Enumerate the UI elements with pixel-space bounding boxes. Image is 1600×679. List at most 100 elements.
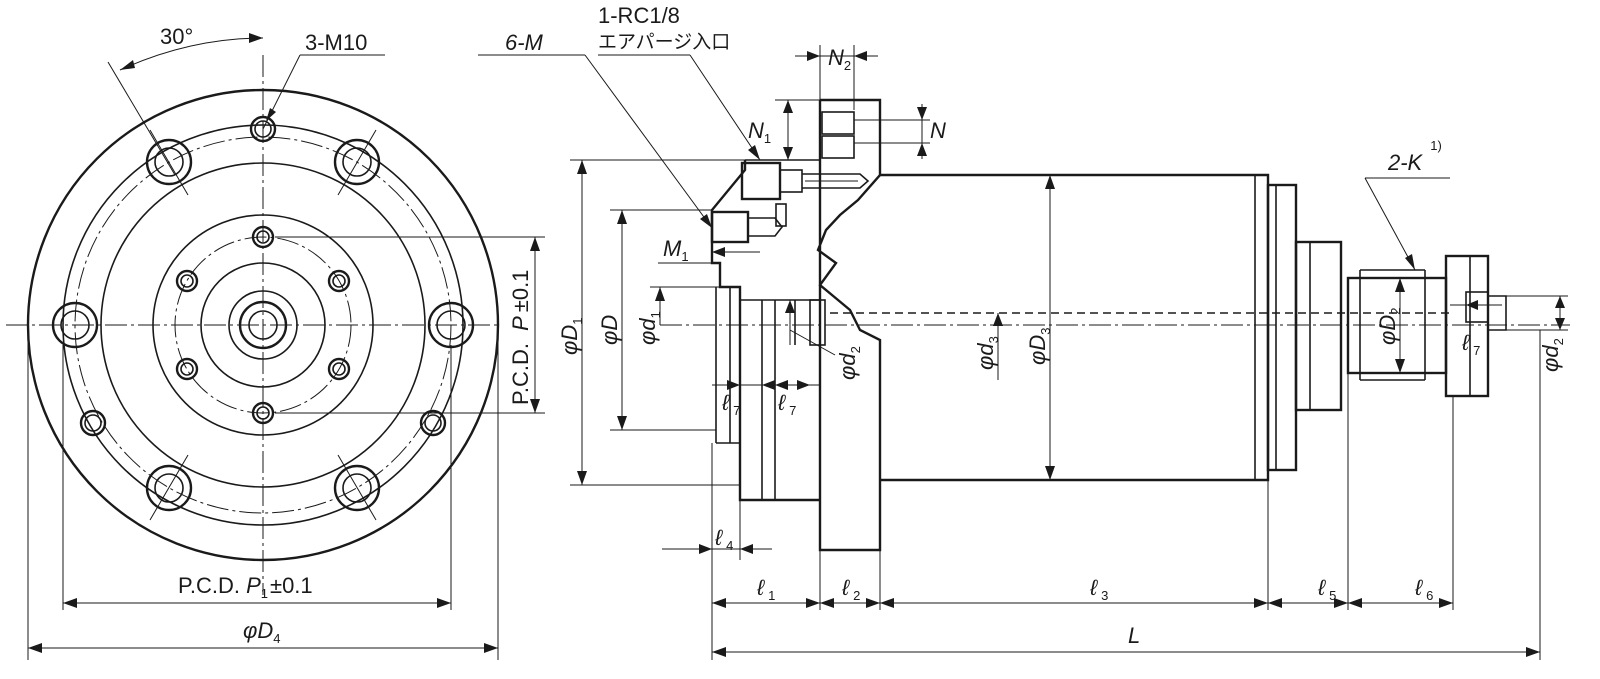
hub-hole xyxy=(251,401,275,425)
l6-arrow-left xyxy=(1348,598,1362,608)
d4-label: φD4 xyxy=(243,618,280,646)
m-screw-washer xyxy=(775,203,787,227)
rc-leader xyxy=(689,54,761,161)
k-leader-arrow xyxy=(1405,254,1415,270)
nose xyxy=(1294,240,1343,412)
pcd-p1-arrow-right xyxy=(437,598,451,608)
n-arrow-top xyxy=(917,107,927,120)
l-arrow-left xyxy=(712,647,726,657)
d2o-label: φD2 xyxy=(1375,308,1403,345)
d3s-label: φd3 xyxy=(973,336,1001,370)
l6-arrow-right xyxy=(1439,598,1453,608)
m1-arrow xyxy=(712,247,725,257)
l7b-arrow-right xyxy=(797,380,810,390)
front-view: 30° 3-M10 P.C.D. P±0.1 P.C.D. P1±0.1 φD xyxy=(6,24,545,660)
tool-holder xyxy=(1444,254,1490,398)
hub-hole xyxy=(175,357,199,381)
l2-arrow-left xyxy=(820,598,834,608)
pcd-p1-arrow-left xyxy=(63,598,77,608)
m-screw-head xyxy=(710,210,750,244)
bolt-hole xyxy=(51,301,99,349)
bolt-hole xyxy=(333,138,381,186)
d2t-arrow-bottom xyxy=(1555,318,1565,330)
flange-inner-circle xyxy=(62,124,464,526)
l-label: L xyxy=(1128,623,1140,648)
shaft-outer-circle xyxy=(228,290,298,360)
d3s-arrow xyxy=(993,313,1003,326)
l7b-arrow-left xyxy=(775,380,788,390)
tool-shank xyxy=(1488,295,1507,331)
hub-hole-inner xyxy=(256,230,270,244)
hub-step-circle xyxy=(200,262,326,388)
rear-housing-outline xyxy=(710,160,820,502)
n-label: N xyxy=(930,118,946,143)
radial-mark xyxy=(337,454,377,521)
d2o-arrow-bottom xyxy=(1395,359,1405,373)
bolt-hole xyxy=(333,464,381,512)
bolt-hole-inner xyxy=(60,310,90,340)
hub-hole-inner xyxy=(180,362,194,376)
pcd-p-arrow-bottom xyxy=(530,399,540,413)
d3-label: φD3 xyxy=(1025,328,1053,365)
flange-outer-circle xyxy=(26,88,500,562)
l4-arrow-left xyxy=(699,544,712,554)
d1-arrow-bottom xyxy=(577,471,587,485)
k-leader xyxy=(1364,177,1416,271)
hub-hole xyxy=(327,269,351,293)
l5-arrow-left xyxy=(1268,598,1282,608)
angle-label: 30° xyxy=(160,24,193,49)
pcd-p1-label: P.C.D. P1±0.1 xyxy=(178,573,313,601)
hub-small-holes xyxy=(175,225,351,425)
k-label: 2-K1) xyxy=(1387,138,1442,175)
bolt-hole xyxy=(145,138,193,186)
m10-leader-arrow xyxy=(266,108,276,121)
n2-arrow-left xyxy=(807,51,820,61)
flange-bolt-slot-b xyxy=(821,135,855,159)
l7a-arrow-left xyxy=(727,380,740,390)
pcd-p-label: P.C.D. P±0.1 xyxy=(508,270,533,405)
m1-label: M1 xyxy=(663,236,689,264)
l3-arrow-right xyxy=(1254,598,1268,608)
front-cap-step xyxy=(1275,184,1297,471)
air-purge-fitting xyxy=(740,161,782,201)
m10-tapped-holes xyxy=(79,115,447,437)
bolt-hole xyxy=(145,464,193,512)
hub-outer-circle xyxy=(152,214,374,436)
bolt-hole-inner xyxy=(436,310,466,340)
n1-label: N1 xyxy=(748,118,771,146)
n-arrow-bottom xyxy=(917,143,927,156)
front-cap xyxy=(1266,183,1298,472)
d1-label: φD1 xyxy=(557,318,585,355)
d2i-leader xyxy=(789,329,836,356)
shaft-bore-circle xyxy=(238,300,288,350)
body-circle xyxy=(100,162,426,488)
d1s-arrow xyxy=(655,287,665,301)
m10-hole xyxy=(79,409,107,437)
m6-label: 6-M xyxy=(505,30,544,55)
d2i-label: φd2 xyxy=(835,346,863,380)
l7a-arrow-right xyxy=(762,380,775,390)
d2i-arrow xyxy=(785,300,795,313)
side-view: 1-RC1/8 エアパージ入口 6-M N2 N1 N M1 xyxy=(478,3,1570,660)
angle-arrow-left xyxy=(120,60,135,70)
m6-leader-arrow xyxy=(700,214,712,228)
hub-hole xyxy=(175,269,199,293)
m10-hole-inner xyxy=(84,414,102,432)
d2t-arrow-top xyxy=(1555,296,1565,308)
rc-leader-arrow xyxy=(748,145,760,160)
air-purge-label: エアパージ入口 xyxy=(598,31,730,53)
rc-label: 1-RC1/8 xyxy=(598,3,680,28)
n1-arrow-bottom xyxy=(783,147,793,160)
m10-hole-inner xyxy=(254,120,272,138)
air-purge-screw xyxy=(802,173,870,189)
m6-leader xyxy=(584,54,713,229)
l-arrow-right xyxy=(1526,647,1540,657)
d1-arrow-top xyxy=(577,160,587,174)
m10-hole xyxy=(419,409,447,437)
